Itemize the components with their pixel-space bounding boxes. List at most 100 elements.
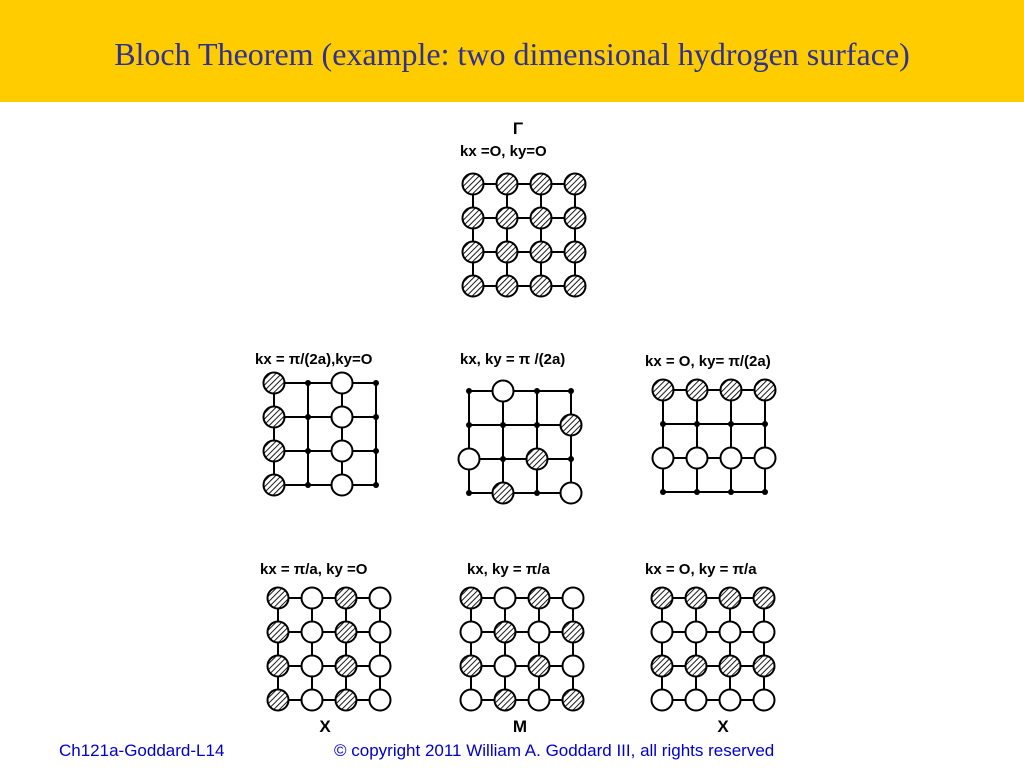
k-vector-label: kx = O, ky= π/(2a)	[645, 353, 771, 370]
hatched-orbital-circle	[459, 586, 483, 610]
slide-title: Bloch Theorem (example: two dimensional …	[114, 36, 910, 72]
hatched-orbital-circle	[459, 654, 483, 678]
open-orbital-circle	[527, 688, 551, 712]
hatched-orbital-circle	[262, 371, 286, 395]
hatched-orbital-circle	[495, 240, 519, 264]
hatched-orbital-circle	[529, 206, 553, 230]
open-orbital-circle	[459, 688, 483, 712]
hatched-orbital-circle	[718, 654, 742, 678]
node-dot	[762, 421, 768, 427]
node-dot	[660, 489, 666, 495]
open-orbital-circle	[491, 379, 515, 403]
hatched-orbital-circle	[752, 586, 776, 610]
symmetry-point-label: X	[319, 717, 331, 734]
hatched-orbital-circle	[563, 206, 587, 230]
title-bar: Bloch Theorem (example: two dimensional …	[0, 0, 1024, 102]
hatched-orbital-circle	[529, 172, 553, 196]
hatched-orbital-circle	[491, 481, 515, 505]
hatched-orbital-circle	[650, 654, 674, 678]
hatched-orbital-circle	[563, 274, 587, 298]
node-dot	[728, 489, 734, 495]
node-dot	[728, 421, 734, 427]
hatched-orbital-circle	[529, 274, 553, 298]
hatched-orbital-circle	[525, 447, 549, 471]
node-dot	[305, 482, 311, 488]
hatched-orbital-circle	[685, 378, 709, 402]
open-orbital-circle	[368, 586, 392, 610]
panel-kxy-full: kx, ky = π/aM	[459, 561, 585, 734]
open-orbital-circle	[300, 654, 324, 678]
open-orbital-circle	[368, 620, 392, 644]
open-orbital-circle	[330, 473, 354, 497]
hatched-orbital-circle	[461, 206, 485, 230]
hatched-orbital-circle	[493, 620, 517, 644]
open-orbital-circle	[368, 654, 392, 678]
open-orbital-circle	[561, 654, 585, 678]
open-orbital-circle	[330, 439, 354, 463]
open-orbital-circle	[330, 405, 354, 429]
open-orbital-circle	[651, 446, 675, 470]
node-dot	[694, 489, 700, 495]
symmetry-point-label: X	[717, 717, 729, 734]
open-orbital-circle	[330, 371, 354, 395]
node-dot	[762, 489, 768, 495]
open-orbital-circle	[752, 688, 776, 712]
open-orbital-circle	[493, 586, 517, 610]
node-dot	[534, 422, 540, 428]
open-orbital-circle	[561, 586, 585, 610]
hatched-orbital-circle	[563, 240, 587, 264]
node-dot	[568, 456, 574, 462]
hatched-orbital-circle	[495, 274, 519, 298]
open-orbital-circle	[719, 446, 743, 470]
open-orbital-circle	[718, 688, 742, 712]
hatched-orbital-circle	[262, 473, 286, 497]
open-orbital-circle	[684, 620, 708, 644]
open-orbital-circle	[459, 620, 483, 644]
open-orbital-circle	[650, 688, 674, 712]
node-dot	[373, 448, 379, 454]
node-dot	[660, 421, 666, 427]
hatched-orbital-circle	[334, 654, 358, 678]
hatched-orbital-circle	[461, 240, 485, 264]
node-dot	[305, 414, 311, 420]
hatched-orbital-circle	[563, 172, 587, 196]
node-dot	[373, 482, 379, 488]
hatched-orbital-circle	[753, 378, 777, 402]
node-dot	[466, 490, 472, 496]
hatched-orbital-circle	[334, 688, 358, 712]
open-orbital-circle	[300, 688, 324, 712]
hatched-orbital-circle	[262, 439, 286, 463]
hatched-orbital-circle	[684, 654, 708, 678]
hatched-orbital-circle	[527, 586, 551, 610]
hatched-orbital-circle	[651, 378, 675, 402]
hatched-orbital-circle	[495, 206, 519, 230]
open-orbital-circle	[650, 620, 674, 644]
open-orbital-circle	[718, 620, 742, 644]
k-vector-label: kx, ky = π /(2a)	[460, 351, 565, 368]
hatched-orbital-circle	[650, 586, 674, 610]
hatched-orbital-circle	[527, 654, 551, 678]
k-vector-label: kx = O, ky = π/a	[645, 561, 757, 578]
k-vector-label: kx = π/a, ky =O	[260, 561, 368, 578]
panel-gamma: kx =O, ky=OΓ	[460, 119, 587, 298]
node-dot	[373, 414, 379, 420]
open-orbital-circle	[559, 481, 583, 505]
node-dot	[500, 456, 506, 462]
hatched-orbital-circle	[266, 688, 290, 712]
hatched-orbital-circle	[561, 620, 585, 644]
node-dot	[500, 422, 506, 428]
node-dot	[568, 388, 574, 394]
node-dot	[305, 380, 311, 386]
open-orbital-circle	[753, 446, 777, 470]
hatched-orbital-circle	[266, 620, 290, 644]
hatched-orbital-circle	[262, 405, 286, 429]
panel-ky-half: kx = O, ky= π/(2a)	[645, 353, 777, 495]
footer-course-code: Ch121a-Goddard-L14	[59, 741, 225, 760]
open-orbital-circle	[493, 654, 517, 678]
footer-copyright: © copyright 2011 William A. Goddard III,…	[334, 741, 775, 760]
open-orbital-circle	[300, 586, 324, 610]
node-dot	[534, 388, 540, 394]
node-dot	[466, 388, 472, 394]
hatched-orbital-circle	[493, 688, 517, 712]
